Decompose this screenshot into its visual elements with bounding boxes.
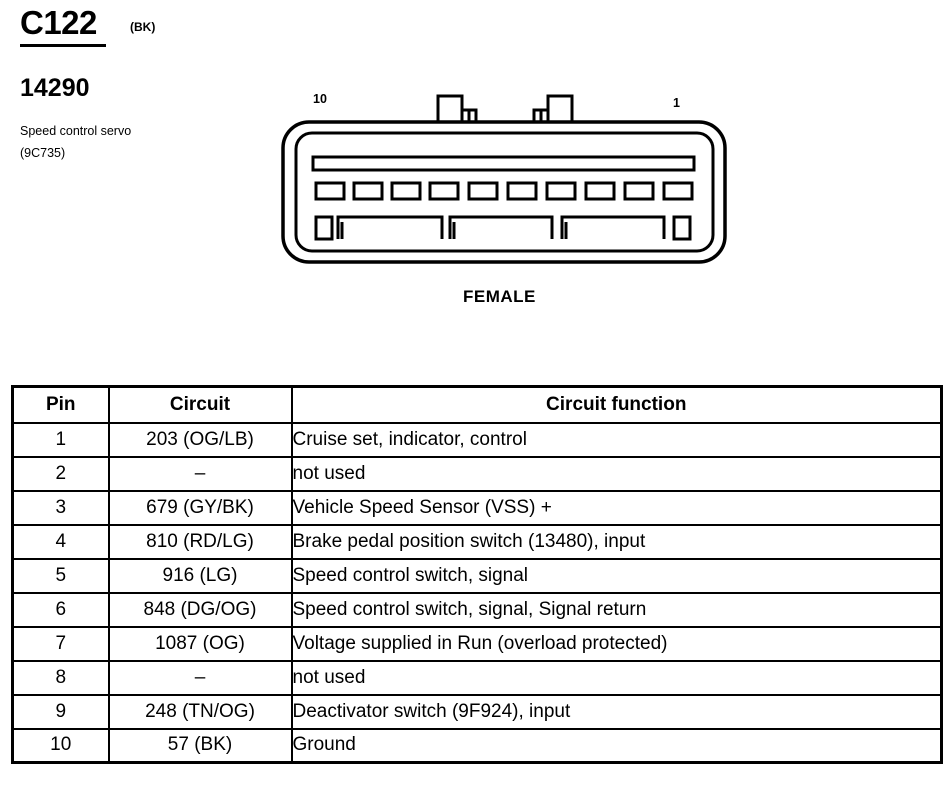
function-cell: Deactivator switch (9F924), input (290, 693, 943, 730)
function-cell: Vehicle Speed Sensor (VSS) + (290, 489, 943, 526)
table-header-row: Pin Circuit Circuit function (11, 385, 943, 424)
function-cell: not used (290, 659, 943, 696)
connector-gender-label: FEMALE (463, 287, 536, 306)
connector-id: C122 (20, 4, 97, 41)
circuit-cell: 679 (GY/BK) (107, 489, 293, 526)
table-row: 3 679 (GY/BK) Vehicle Speed Sensor (VSS)… (11, 489, 943, 526)
keying-slot (311, 155, 696, 172)
pin-cavity-4 (545, 181, 577, 201)
header-circuit-function: Circuit function (290, 385, 943, 424)
function-cell: Cruise set, indicator, control (290, 421, 943, 458)
pin-cell: 4 (11, 523, 110, 560)
circuit-cell: 848 (DG/OG) (107, 591, 293, 628)
circuit-cell: 248 (TN/OG) (107, 693, 293, 730)
pin-cavities (314, 181, 694, 201)
table-row: 4 810 (RD/LG) Brake pedal position switc… (11, 523, 943, 560)
pin-label-1: 1 (673, 96, 680, 110)
pin-cell: 9 (11, 693, 110, 730)
pin-cell: 5 (11, 557, 110, 594)
table-row: 8 – not used (11, 659, 943, 696)
circuit-cell: 57 (BK) (107, 727, 293, 764)
table-row: 1 203 (OG/LB) Cruise set, indicator, con… (11, 421, 943, 458)
pin-cell: 8 (11, 659, 110, 696)
circuit-cell: 203 (OG/LB) (107, 421, 293, 458)
pin-label-10: 10 (313, 92, 327, 106)
circuit-cell: 1087 (OG) (107, 625, 293, 662)
pin-cavity-7 (428, 181, 460, 201)
circuit-cell: 810 (RD/LG) (107, 523, 293, 560)
component-code: (9C735) (20, 146, 66, 160)
pin-cavity-8 (390, 181, 422, 201)
circuit-cell: – (107, 455, 293, 492)
table-row: 9 248 (TN/OG) Deactivator switch (9F924)… (11, 693, 943, 730)
function-cell: Speed control switch, signal (290, 557, 943, 594)
pin-cavity-10 (314, 181, 346, 201)
table-row: 2 – not used (11, 455, 943, 492)
pin-cell: 7 (11, 625, 110, 662)
header-circuit: Circuit (107, 385, 293, 424)
pin-cavity-2 (623, 181, 655, 201)
header-pin: Pin (11, 385, 110, 424)
function-cell: Voltage supplied in Run (overload protec… (290, 625, 943, 662)
table-row: 7 1087 (OG) Voltage supplied in Run (ove… (11, 625, 943, 662)
connector-face-diagram (281, 94, 727, 264)
pin-cell: 1 (11, 421, 110, 458)
connector-housing-inner (294, 131, 715, 253)
function-cell: Speed control switch, signal, Signal ret… (290, 591, 943, 628)
pin-cell: 10 (11, 727, 110, 764)
connector-color: (BK) (130, 20, 156, 34)
pin-cavity-6 (467, 181, 499, 201)
pin-cavity-9 (352, 181, 384, 201)
component-name: Speed control servo (20, 124, 132, 138)
pin-cavity-3 (584, 181, 616, 201)
pin-cell: 2 (11, 455, 110, 492)
circuit-cell: 916 (LG) (107, 557, 293, 594)
table-row: 6 848 (DG/OG) Speed control switch, sign… (11, 591, 943, 628)
function-cell: Brake pedal position switch (13480), inp… (290, 523, 943, 560)
pin-cell: 3 (11, 489, 110, 526)
connector-id-underline (20, 44, 106, 47)
function-cell: Ground (290, 727, 943, 764)
pin-cavity-1 (662, 181, 694, 201)
pin-cell: 6 (11, 591, 110, 628)
pinout-table: Pin Circuit Circuit function 1 203 (OG/L… (11, 385, 943, 764)
connector-housing-outer (281, 120, 727, 264)
pin-cavity-5 (506, 181, 538, 201)
circuit-cell: – (107, 659, 293, 696)
part-number: 14290 (20, 74, 90, 102)
table-row: 5 916 (LG) Speed control switch, signal (11, 557, 943, 594)
table-row: 10 57 (BK) Ground (11, 727, 943, 764)
lower-ribs (314, 215, 692, 241)
function-cell: not used (290, 455, 943, 492)
